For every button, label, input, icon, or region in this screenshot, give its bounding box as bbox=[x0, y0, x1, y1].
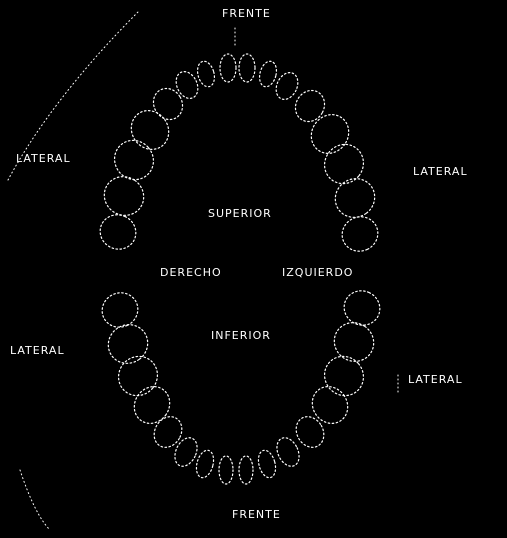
lower-tooth-3 bbox=[194, 448, 217, 479]
label-lateral-upper-left: LATERAL bbox=[16, 153, 71, 164]
upper-tooth-2 bbox=[239, 54, 255, 82]
upper-tooth-1 bbox=[220, 54, 236, 82]
upper-tooth-12 bbox=[317, 136, 372, 191]
lower-tooth-2 bbox=[239, 456, 253, 484]
upper-tooth-16 bbox=[337, 211, 384, 257]
upper-tooth-9 bbox=[124, 103, 176, 156]
upper-tooth-4 bbox=[257, 59, 279, 88]
lower-tooth-4 bbox=[256, 448, 279, 479]
upper-tooth-10 bbox=[304, 107, 356, 160]
label-lateral-lower-left: LATERAL bbox=[10, 345, 65, 356]
lower-tooth-10 bbox=[305, 380, 355, 431]
label-lateral-lower-right: LATERAL bbox=[408, 374, 463, 385]
label-superior: SUPERIOR bbox=[208, 208, 272, 219]
lower-tooth-12 bbox=[317, 348, 372, 403]
guide-line-lower-left bbox=[20, 470, 50, 530]
upper-tooth-14 bbox=[328, 171, 383, 225]
lower-tooth-11 bbox=[111, 348, 166, 403]
label-derecho: DERECHO bbox=[160, 267, 222, 278]
label-lateral-upper-right: LATERAL bbox=[413, 166, 468, 177]
upper-tooth-15 bbox=[95, 209, 142, 255]
lower-tooth-7 bbox=[149, 412, 188, 453]
upper-tooth-3 bbox=[195, 59, 217, 88]
label-izquierdo: IZQUIERDO bbox=[282, 267, 353, 278]
label-front-bottom: FRENTE bbox=[232, 509, 281, 520]
upper-tooth-7 bbox=[148, 83, 188, 125]
lower-tooth-9 bbox=[127, 380, 177, 431]
label-front-top: FRENTE bbox=[222, 8, 271, 19]
lower-tooth-1 bbox=[219, 456, 233, 484]
upper-tooth-13 bbox=[97, 169, 152, 223]
label-inferior: INFERIOR bbox=[211, 330, 271, 341]
